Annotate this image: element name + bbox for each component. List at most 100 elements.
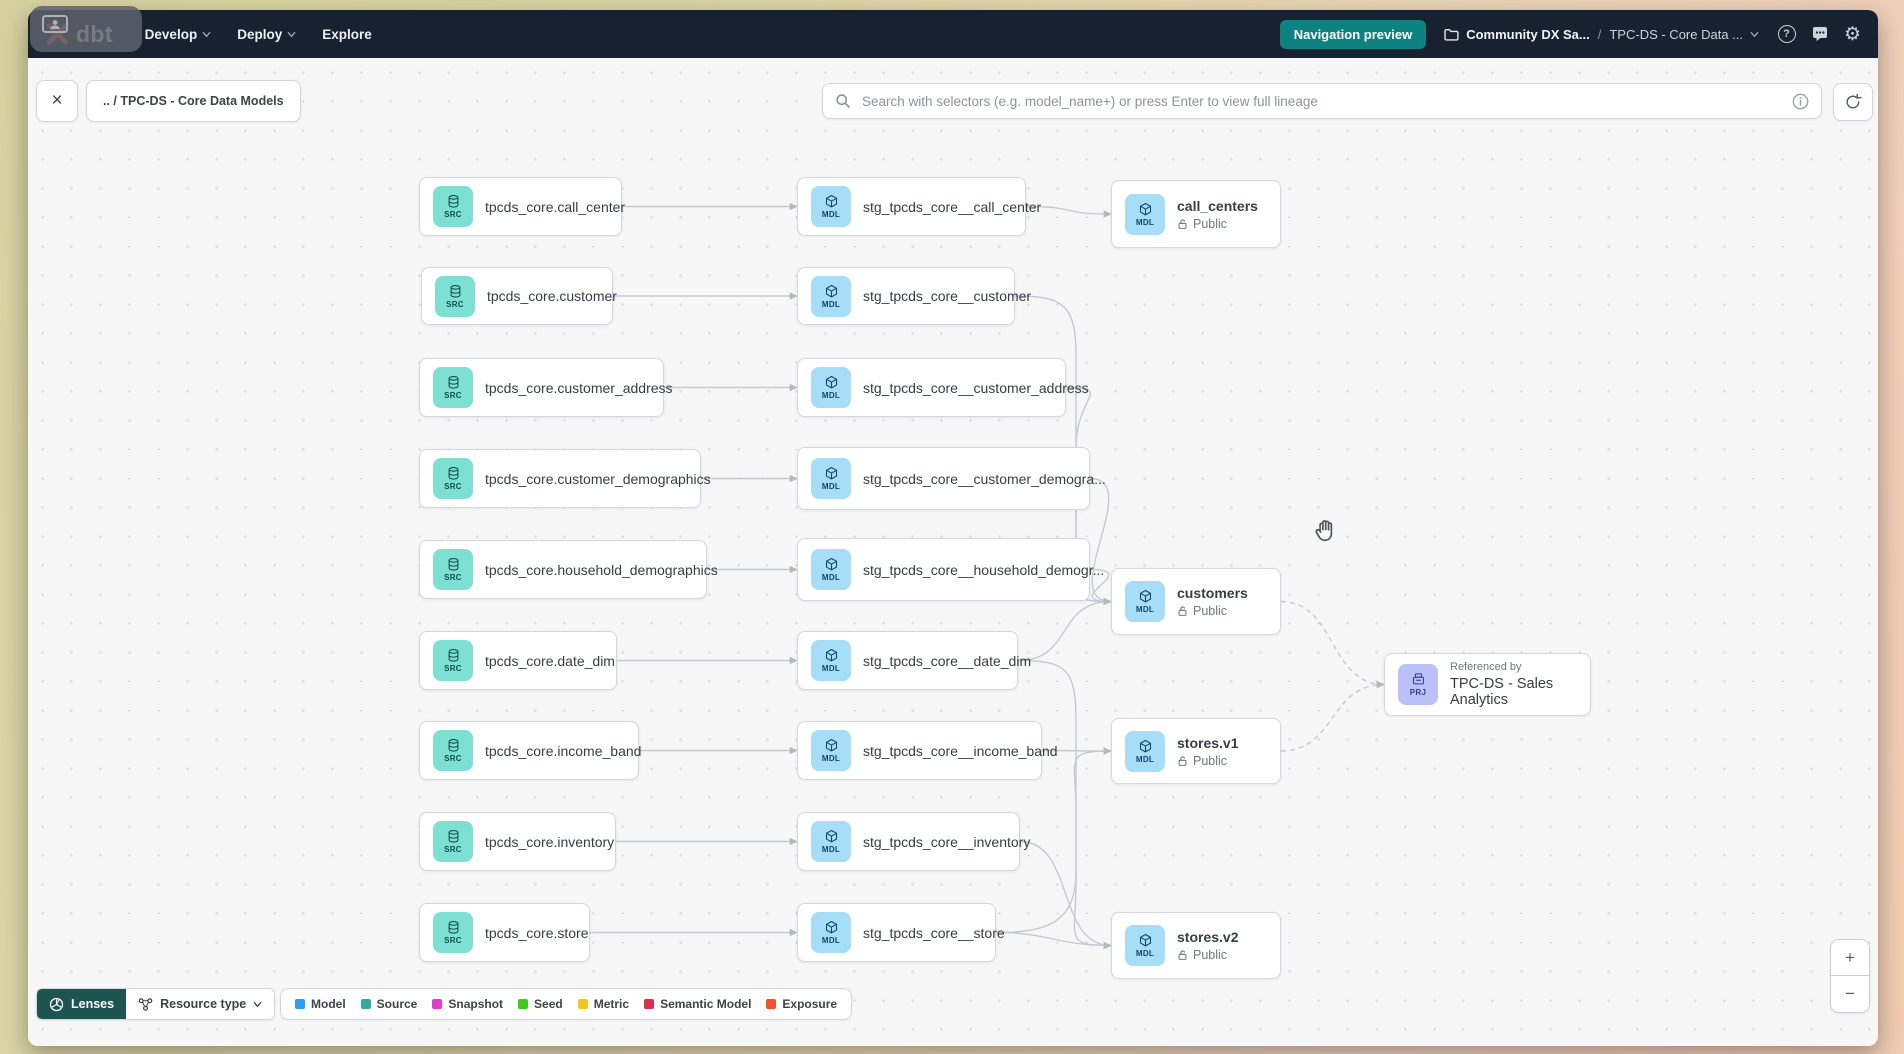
model-badge: MDL — [1125, 925, 1165, 966]
node-label: customers — [1177, 585, 1248, 601]
resource-graph-icon — [138, 997, 153, 1011]
breadcrumb: Community DX Sa... / TPC-DS - Core Data … — [1444, 27, 1759, 42]
project-badge: PRJ — [1398, 664, 1438, 705]
menu-develop[interactable]: Develop — [145, 27, 212, 42]
lenses-button[interactable]: Lenses — [37, 989, 127, 1019]
node-label: stg_tpcds_core__customer_address — [863, 379, 1089, 396]
lineage-edge — [1017, 597, 1112, 662]
model-badge: MDL — [1125, 581, 1165, 622]
lineage-node-m3[interactable]: MDL stg_tpcds_core__customer_address — [797, 358, 1089, 417]
model-cube-icon — [825, 557, 837, 571]
chevron-down-icon — [253, 1001, 262, 1007]
model-badge: MDL — [811, 730, 851, 771]
model-cube-icon — [825, 284, 837, 297]
help-icon[interactable]: ? — [1777, 25, 1796, 44]
feedback-icon[interactable] — [1810, 25, 1829, 44]
legend-item: Metric — [577, 997, 629, 1011]
legend-swatch — [360, 999, 371, 1009]
model-cube-icon — [825, 920, 837, 934]
refresh-lineage-button[interactable] — [1833, 83, 1873, 121]
info-icon[interactable] — [1792, 93, 1809, 110]
source-badge: SRC — [433, 367, 473, 408]
search-input[interactable] — [860, 92, 1783, 110]
legend-item: Source — [360, 997, 417, 1011]
legend-item: Semantic Model — [644, 997, 751, 1011]
search-icon — [836, 94, 850, 108]
breadcrumb-page[interactable]: TPC-DS - Core Data ... — [1609, 27, 1759, 42]
node-label: TPC-DS - Sales Analytics — [1450, 676, 1554, 708]
model-cube-icon — [825, 375, 837, 389]
model-cube-icon — [825, 829, 837, 843]
model-badge: MDL — [811, 821, 851, 862]
close-lineage-button[interactable]: × — [36, 80, 78, 122]
legend-swatch — [295, 999, 305, 1009]
node-label: stg_tpcds_core__call_center — [863, 198, 1042, 215]
model-badge: MDL — [1125, 730, 1165, 772]
database-icon — [450, 284, 460, 298]
model-cube-icon — [1139, 933, 1151, 947]
zoom-out-button[interactable]: − — [1831, 976, 1869, 1012]
top-navbar: dbt Develop Deploy Explore Navigation pr… — [28, 10, 1878, 58]
menu-deploy[interactable]: Deploy — [237, 27, 296, 42]
source-badge: SRC — [433, 458, 473, 499]
menu-explore[interactable]: Explore — [322, 26, 372, 42]
source-badge: SRC — [433, 912, 473, 953]
zoom-in-button[interactable]: + — [1831, 940, 1869, 976]
navigation-preview-button[interactable]: Navigation preview — [1279, 19, 1427, 49]
model-badge: MDL — [811, 912, 851, 953]
access-badge: Public — [1177, 604, 1248, 618]
access-badge: Public — [1177, 948, 1238, 962]
model-cube-icon — [825, 194, 837, 208]
legend-swatch — [518, 999, 529, 1009]
chevron-down-icon — [202, 31, 211, 37]
model-badge: MDL — [811, 275, 851, 317]
model-cube-icon — [825, 466, 837, 480]
model-cube-icon — [1139, 202, 1151, 215]
node-label: stores.v1 — [1177, 734, 1239, 751]
database-icon — [448, 921, 458, 934]
access-badge: Public — [1177, 754, 1238, 768]
lineage-breadcrumb-chip[interactable]: .. / TPC-DS - Core Data Models — [86, 80, 301, 122]
model-badge: MDL — [811, 367, 851, 408]
node-label: stores.v2 — [1177, 929, 1239, 945]
source-badge: SRC — [435, 275, 475, 317]
breadcrumb-project[interactable]: Community DX Sa... — [1444, 27, 1590, 42]
database-icon — [448, 739, 458, 752]
model-badge: MDL — [811, 549, 851, 590]
lock-open-icon — [1178, 606, 1187, 616]
model-cube-icon — [825, 648, 837, 662]
node-label: tpcds_core.household_demographics — [485, 561, 718, 578]
resource-type-dropdown[interactable]: Resource type — [126, 989, 275, 1019]
settings-gear-icon[interactable]: ⚙ — [1843, 23, 1862, 45]
lock-open-icon — [1178, 755, 1187, 766]
model-cube-icon — [1139, 739, 1151, 752]
close-icon: × — [51, 90, 63, 111]
chevron-down-icon — [1750, 31, 1759, 37]
source-badge: SRC — [433, 730, 473, 771]
folder-icon — [1444, 28, 1459, 41]
